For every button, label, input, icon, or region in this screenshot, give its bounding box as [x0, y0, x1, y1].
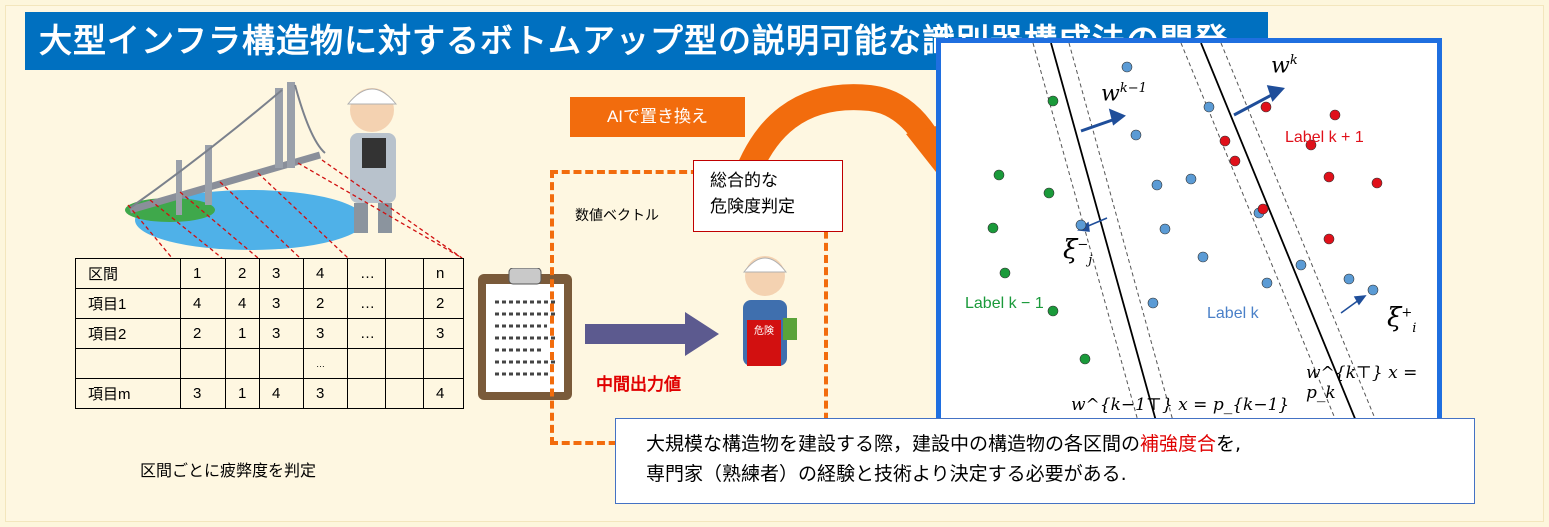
data-point-red: [1323, 233, 1335, 245]
data-point-blue: [1121, 61, 1133, 73]
xi-minus-label: ξ−j: [1063, 235, 1093, 269]
data-point-red: [1257, 203, 1269, 215]
fatigue-table: 区間 1 2 3 4 … n 項目1 4 4 3 2 … 2 項目2 2 1 3…: [75, 258, 464, 409]
data-point-green: [999, 267, 1011, 279]
data-point-blue: [1343, 273, 1355, 285]
boundary-curr: [1200, 43, 1357, 421]
data-point-green: [1047, 95, 1059, 107]
xi-plus-label: ξ+i: [1387, 303, 1417, 337]
classifier-plot: wk−1 wk Label k + 1 Label k − 1 Label k …: [936, 38, 1442, 426]
data-point-blue: [1075, 219, 1087, 231]
data-points: [987, 61, 1383, 365]
boundary-prev: [1050, 43, 1157, 421]
curved-arrow-icon: [730, 84, 944, 198]
data-point-blue: [1151, 179, 1163, 191]
data-point-blue: [1261, 277, 1273, 289]
note-line-2: 専門家（熟練者）の経験と技術より決定する必要がある.: [646, 463, 1127, 485]
judge-box: 総合的な 危険度判定: [693, 160, 843, 232]
data-point-green: [1043, 187, 1055, 199]
data-point-green: [993, 169, 1005, 181]
data-point-red: [1323, 171, 1335, 183]
plot-canvas: [987, 43, 1383, 421]
table-row: 項目2 2 1 3 3 … 3: [75, 318, 464, 349]
table-caption: 区間ごとに疲弊度を判定: [140, 461, 317, 480]
data-point-red: [1219, 135, 1231, 147]
data-point-blue: [1159, 223, 1171, 235]
eq-curr: w^{k⊤} x = p_k: [1306, 363, 1418, 403]
w-prev-label: wk−1: [1101, 81, 1147, 107]
right-arrow-icon: [585, 312, 719, 356]
data-point-green: [1079, 353, 1091, 365]
label-prev: Label k − 1: [965, 295, 1044, 312]
data-point-blue: [1367, 284, 1379, 296]
data-point-red: [1329, 109, 1341, 121]
data-point-red: [1371, 177, 1383, 189]
eq-prev: w^{k−1⊤} x = p_{k−1}: [1071, 395, 1290, 415]
data-point-blue: [1130, 129, 1142, 141]
data-point-blue: [1185, 173, 1197, 185]
mid-output-label: 中間出力値: [596, 375, 681, 395]
data-point-red: [1305, 139, 1317, 151]
note-box: 大規模な構造物を建設する際，建設中の構造物の各区間の補強度合を, 専門家（熟練者…: [615, 418, 1475, 504]
data-point-blue: [1295, 259, 1307, 271]
label-next: Label k + 1: [1285, 129, 1364, 146]
data-point-blue: [1197, 251, 1209, 263]
table-row: 区間 1 2 3 4 … n: [75, 258, 464, 289]
data-point-green: [1047, 305, 1059, 317]
table-row: …: [75, 348, 464, 379]
data-point-green: [987, 222, 999, 234]
note-line-1: 大規模な構造物を建設する際，建設中の構造物の各区間の補強度合を,: [646, 433, 1242, 455]
judge-person: 危険: [742, 256, 797, 366]
data-point-red: [1229, 155, 1241, 167]
label-curr: Label k: [1207, 305, 1259, 322]
bridge-tower: [275, 88, 283, 168]
data-point-blue: [1147, 297, 1159, 309]
vector-label: 数値ベクトル: [575, 208, 659, 224]
table-row: 項目m 3 1 4 3 4: [75, 378, 464, 409]
w-curr-label: wk: [1271, 53, 1298, 79]
table-row: 項目1 4 4 3 2 … 2: [75, 288, 464, 319]
ai-replace-label: AIで置き換え: [570, 97, 745, 137]
danger-tag: 危険: [754, 325, 774, 337]
table-connector-lines: [0, 0, 480, 280]
data-point-blue: [1203, 101, 1215, 113]
data-point-red: [1260, 101, 1272, 113]
